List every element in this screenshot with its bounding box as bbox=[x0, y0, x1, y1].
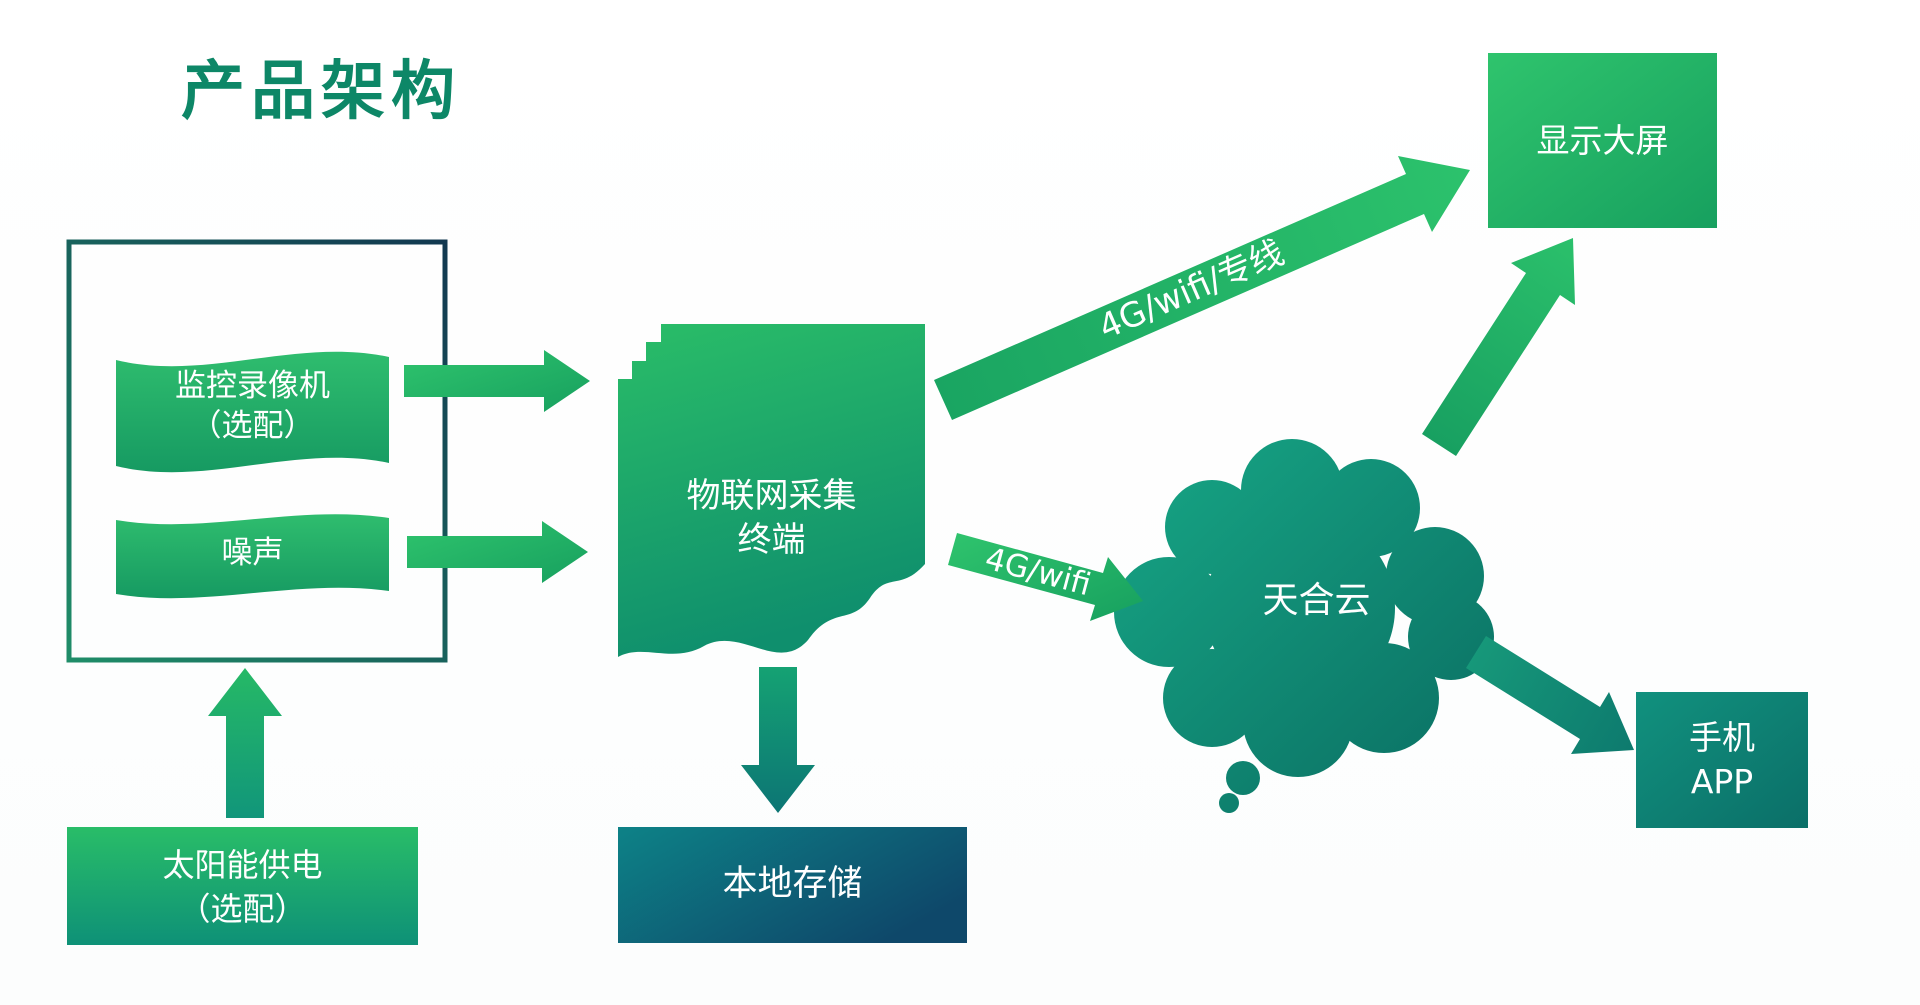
arrow-noise-to-iot bbox=[407, 521, 588, 583]
iot-terminal-label-line-2: 终端 bbox=[737, 520, 806, 560]
solar-power-box bbox=[67, 827, 418, 945]
local-storage-label: 本地存储 bbox=[722, 864, 863, 904]
mobile-app-label-line-1: 手机 bbox=[1689, 718, 1755, 757]
arrow-cloud-to-display bbox=[1422, 238, 1575, 456]
cloud-label: 天合云 bbox=[1262, 580, 1371, 621]
local-storage-box bbox=[618, 827, 967, 943]
cloud-shape bbox=[1114, 439, 1494, 813]
arrow-iot-to-cloud bbox=[948, 533, 1143, 621]
camera-label: 监控录像机 （选配） bbox=[116, 366, 389, 446]
noise-flag-shape bbox=[116, 514, 389, 599]
arrow-iot-to-display bbox=[934, 156, 1470, 420]
arrow-cloud-to-app bbox=[1466, 636, 1634, 754]
solar-power-label-line-2: （选配） bbox=[178, 890, 307, 928]
camera-label-line-1: 监控录像机 bbox=[175, 368, 330, 404]
page-title: 产品架构 bbox=[181, 55, 461, 129]
mobile-app-label-line-2: APP bbox=[1690, 762, 1754, 801]
arrow-iot-to-storage bbox=[741, 667, 815, 813]
mobile-app-box bbox=[1636, 692, 1808, 828]
noise-label: 噪声 bbox=[221, 535, 284, 571]
display-screen-label: 显示大屏 bbox=[1536, 121, 1669, 160]
arrow-camera-to-iot bbox=[404, 350, 590, 412]
solar-power-label: 太阳能供电 （选配） bbox=[67, 843, 418, 931]
display-screen-box bbox=[1488, 53, 1717, 228]
mobile-app-label: 手机 APP bbox=[1636, 716, 1808, 804]
sensors-group-outline bbox=[66, 239, 448, 663]
camera-flag-shape bbox=[116, 351, 389, 473]
iot-terminal-shape bbox=[618, 324, 925, 657]
iot-terminal-label: 物联网采集 终端 bbox=[618, 474, 925, 562]
arrow-solar-to-sensors bbox=[208, 668, 282, 818]
camera-label-line-2: （选配） bbox=[190, 408, 315, 444]
iot-terminal-label-line-1: 物联网采集 bbox=[686, 476, 857, 516]
solar-power-label-line-1: 太阳能供电 bbox=[162, 846, 323, 884]
